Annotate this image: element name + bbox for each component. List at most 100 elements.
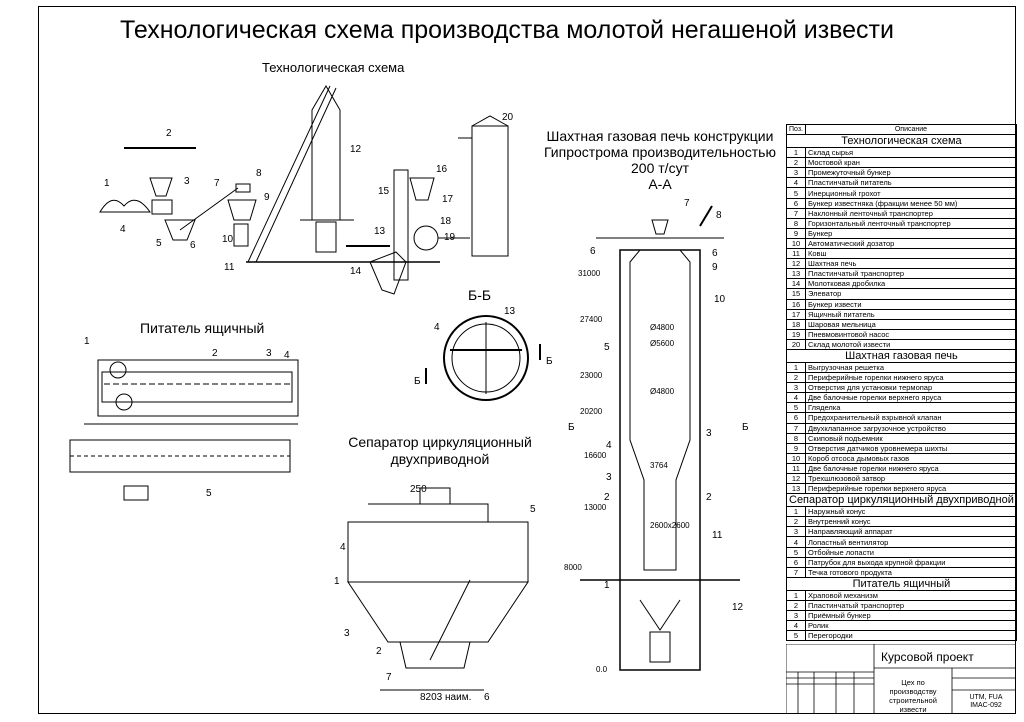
svg-text:8: 8 bbox=[256, 168, 262, 179]
table-header-row: Поз. Описание bbox=[786, 123, 1017, 136]
svg-text:Б: Б bbox=[742, 422, 749, 433]
row-description: Перегородки bbox=[805, 630, 1017, 642]
row-position: 10 bbox=[786, 237, 806, 250]
row-description: Лопастный вентилятор bbox=[805, 536, 1017, 548]
row-position: 1 bbox=[786, 147, 806, 159]
svg-text:1: 1 bbox=[604, 580, 610, 591]
row-position: 2 bbox=[786, 372, 806, 384]
row-description: Промежуточный бункер bbox=[805, 167, 1017, 179]
row-position: 6 bbox=[786, 412, 806, 424]
row-description: Выгрузочная решетка bbox=[805, 361, 1017, 374]
row-description: Скиповый подъемник bbox=[805, 432, 1017, 444]
svg-text:6: 6 bbox=[484, 692, 490, 703]
row-position: 13 bbox=[786, 268, 806, 280]
svg-text:4: 4 bbox=[284, 350, 290, 361]
svg-text:5: 5 bbox=[156, 238, 162, 249]
svg-text:2: 2 bbox=[166, 128, 172, 139]
section-title: Шахтная газовая печь bbox=[786, 348, 1017, 363]
table-section-title: Шахтная газовая печь bbox=[786, 348, 1017, 363]
row-position: 17 bbox=[786, 308, 806, 320]
row-position: 5 bbox=[786, 402, 806, 414]
row-position: 7 bbox=[786, 422, 806, 434]
row-position: 3 bbox=[786, 167, 806, 179]
svg-text:16: 16 bbox=[436, 164, 448, 175]
svg-text:13: 13 bbox=[504, 306, 516, 317]
row-description: Горизонтальный ленточный транспортер bbox=[805, 217, 1017, 229]
row-description: Бункер bbox=[805, 227, 1017, 239]
row-description: Трехшлюзовой затвор bbox=[805, 472, 1017, 485]
row-description: Ролик bbox=[805, 620, 1017, 632]
svg-text:1: 1 bbox=[334, 576, 340, 587]
row-description: Элеватор bbox=[805, 288, 1017, 300]
row-description: Отверстия датчиков уровнемера шихты bbox=[805, 442, 1017, 454]
svg-text:Б: Б bbox=[546, 356, 553, 367]
svg-text:4: 4 bbox=[606, 440, 612, 451]
page-title: Технологическая схема производства молот… bbox=[120, 16, 894, 44]
section-title: Технологическая схема bbox=[786, 134, 1017, 149]
section-aa-label: А-А bbox=[648, 176, 672, 192]
header-desc: Описание bbox=[805, 123, 1017, 136]
svg-text:Б: Б bbox=[414, 376, 421, 387]
svg-text:27400: 27400 bbox=[580, 315, 603, 324]
svg-text:250: 250 bbox=[410, 484, 427, 495]
svg-text:6: 6 bbox=[590, 246, 596, 257]
row-description: Склад молотой извести bbox=[805, 338, 1017, 350]
row-position: 4 bbox=[786, 392, 806, 404]
row-description: Пластинчатый питатель bbox=[805, 177, 1017, 189]
row-position: 2 bbox=[786, 157, 806, 169]
row-position: 12 bbox=[786, 258, 806, 270]
svg-text:6: 6 bbox=[712, 248, 718, 259]
svg-text:2600x2600: 2600x2600 bbox=[650, 521, 690, 530]
svg-text:15: 15 bbox=[378, 186, 390, 197]
row-position: 12 bbox=[786, 472, 806, 485]
svg-text:9: 9 bbox=[264, 192, 270, 203]
row-position: 3 bbox=[786, 382, 806, 394]
row-position: 3 bbox=[786, 610, 806, 622]
row-position: 1 bbox=[786, 589, 806, 601]
kiln-caption-line3: 200 т/сут bbox=[631, 160, 689, 176]
row-description: Наружный конус bbox=[805, 506, 1017, 518]
svg-text:Б: Б bbox=[568, 422, 575, 433]
row-position: 1 bbox=[786, 361, 806, 374]
row-position: 6 bbox=[786, 556, 806, 568]
svg-text:16600: 16600 bbox=[584, 451, 607, 460]
svg-text:2: 2 bbox=[706, 492, 712, 503]
svg-text:7: 7 bbox=[214, 178, 220, 189]
svg-text:Ø4800: Ø4800 bbox=[650, 323, 675, 332]
svg-text:3764: 3764 bbox=[650, 461, 668, 470]
row-description: Двухклапанное загрузочное устройство bbox=[805, 422, 1017, 434]
svg-text:3: 3 bbox=[606, 472, 612, 483]
row-position: 5 bbox=[786, 546, 806, 558]
row-position: 9 bbox=[786, 442, 806, 454]
section-bb-label: Б-Б bbox=[468, 287, 492, 303]
svg-text:2: 2 bbox=[212, 348, 218, 359]
row-position: 16 bbox=[786, 298, 806, 310]
svg-text:8203 наим.: 8203 наим. bbox=[420, 692, 471, 703]
svg-text:5: 5 bbox=[604, 342, 610, 353]
svg-text:4: 4 bbox=[340, 542, 346, 553]
row-description: Склад сырья bbox=[805, 147, 1017, 159]
row-position: 8 bbox=[786, 217, 806, 229]
svg-text:Ø5600: Ø5600 bbox=[650, 339, 675, 348]
